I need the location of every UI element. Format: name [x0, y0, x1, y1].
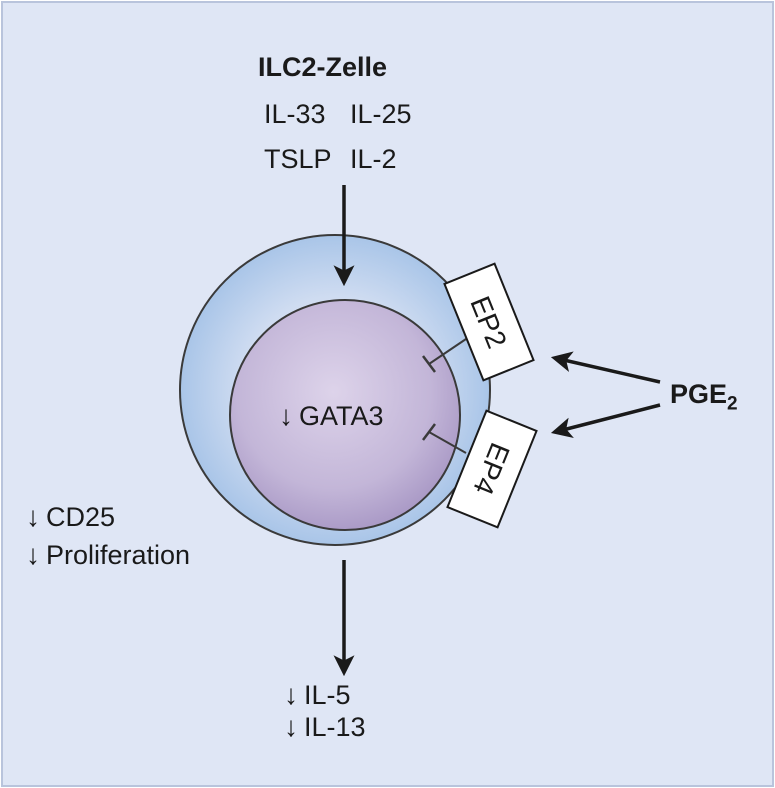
- effect-cd25-label: CD25: [46, 502, 116, 532]
- pge2-to-ep2-arrow: [550, 351, 661, 384]
- output-il13-label: IL-13: [304, 712, 366, 742]
- cell-title: ILC2-Zelle: [258, 52, 388, 82]
- gata3-label: GATA3: [299, 401, 384, 431]
- nucleus-label: ↓GATA3: [279, 402, 384, 430]
- receptor-ep4: EP4: [446, 409, 538, 529]
- output-il5-label: IL-5: [304, 680, 351, 710]
- pge2-to-ep4-arrow: [550, 403, 661, 438]
- down-arrow-icon: ↓: [26, 501, 40, 532]
- effect-cd25: ↓CD25: [26, 503, 115, 531]
- effect-proliferation-label: Proliferation: [46, 540, 191, 570]
- stimulus-il25: IL-25: [350, 99, 412, 129]
- down-arrow-icon: ↓: [284, 679, 298, 710]
- down-arrow-icon: ↓: [279, 400, 293, 431]
- cell-nucleus: [229, 299, 461, 531]
- stimulus-tslp: TSLP: [264, 144, 332, 174]
- down-arrow-icon: ↓: [26, 539, 40, 570]
- output-il13: ↓IL-13: [284, 713, 366, 741]
- stimulus-il33: IL-33: [264, 99, 326, 129]
- stimulus-il2: IL-2: [350, 144, 397, 174]
- ligand-base: PGE: [670, 379, 728, 409]
- down-arrow-icon: ↓: [284, 711, 298, 742]
- ep2-inhibition-line: [422, 338, 467, 373]
- output-il5: ↓IL-5: [284, 681, 351, 709]
- ligand-label: PGE2: [670, 379, 738, 415]
- ep4-inhibition-line: [422, 423, 467, 454]
- ligand-subscript: 2: [727, 393, 738, 415]
- receptor-ep2: EP2: [443, 262, 535, 382]
- effect-proliferation: ↓Proliferation: [26, 541, 190, 569]
